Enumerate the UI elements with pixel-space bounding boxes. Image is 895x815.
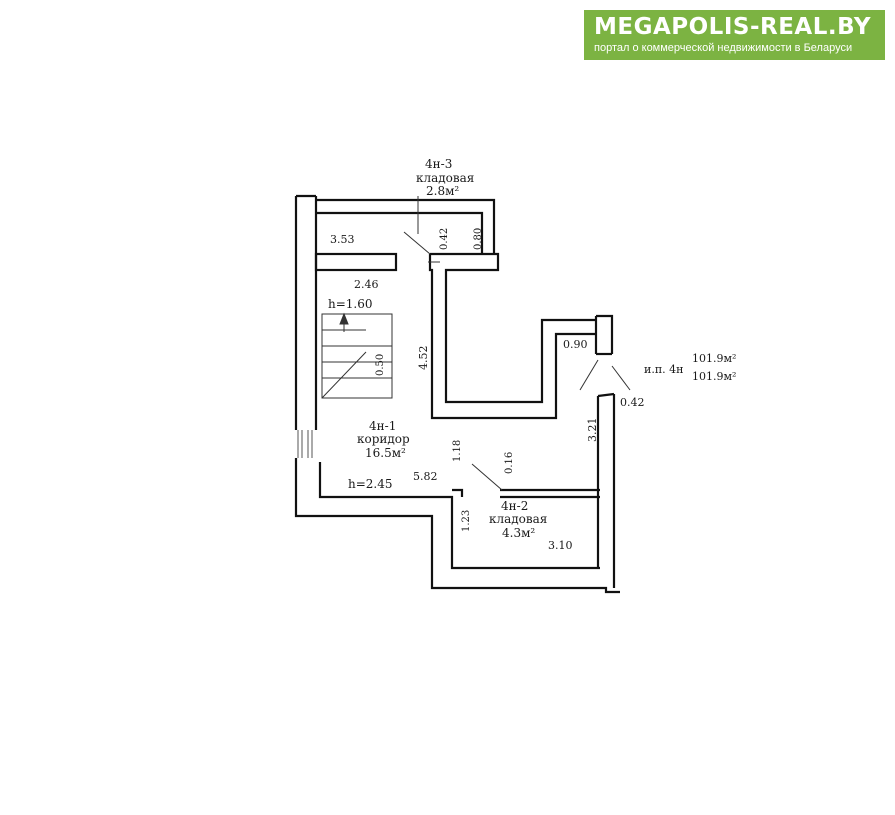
- dim-0-16: 0.16: [504, 452, 515, 474]
- site-logo[interactable]: MEGAPOLIS-REAL.BY портал о коммерческой …: [584, 10, 885, 60]
- plan-walls: [294, 194, 620, 594]
- dim-1-18: 1.18: [452, 440, 463, 462]
- dim-0-42-right: 0.42: [620, 396, 645, 409]
- logo-subtitle: портал о коммерческой недвижимости в Бел…: [594, 42, 853, 54]
- floor-height: h=2.45: [348, 477, 393, 491]
- room1-area: 16.5м²: [365, 446, 406, 460]
- room2-name: кладовая: [489, 512, 547, 526]
- dim-4-52: 4.52: [417, 346, 430, 371]
- dim-0-42-top: 0.42: [439, 228, 450, 250]
- room3-id: 4н-3: [425, 157, 452, 171]
- room2-id: 4н-2: [501, 499, 528, 513]
- window-opening: [297, 430, 313, 458]
- total-area-2: 101.9м²: [692, 370, 736, 383]
- dim-0-90: 0.90: [563, 338, 588, 351]
- stair-height: h=1.60: [328, 297, 373, 311]
- dim-3-21: 3.21: [586, 418, 599, 443]
- dim-3-53: 3.53: [330, 233, 355, 246]
- room1-name: коридор: [357, 432, 410, 446]
- logo-title: MEGAPOLIS-REAL.BY: [594, 14, 872, 40]
- room3-area: 2.8м²: [426, 184, 459, 198]
- dim-2-46: 2.46: [354, 278, 379, 291]
- total-label: и.п. 4н: [644, 363, 683, 376]
- dim-0-80: 0.80: [473, 228, 484, 250]
- room2-area: 4.3м²: [502, 526, 535, 540]
- door-arcs: [403, 196, 631, 491]
- staircase: [321, 312, 393, 399]
- dim-5-82: 5.82: [413, 470, 438, 483]
- dim-1-23: 1.23: [461, 510, 472, 532]
- dim-0-50: 0.50: [375, 354, 386, 376]
- dim-3-10: 3.10: [548, 539, 573, 552]
- total-area-1: 101.9м²: [692, 352, 736, 365]
- room1-id: 4н-1: [369, 419, 396, 433]
- room3-name: кладовая: [416, 171, 474, 185]
